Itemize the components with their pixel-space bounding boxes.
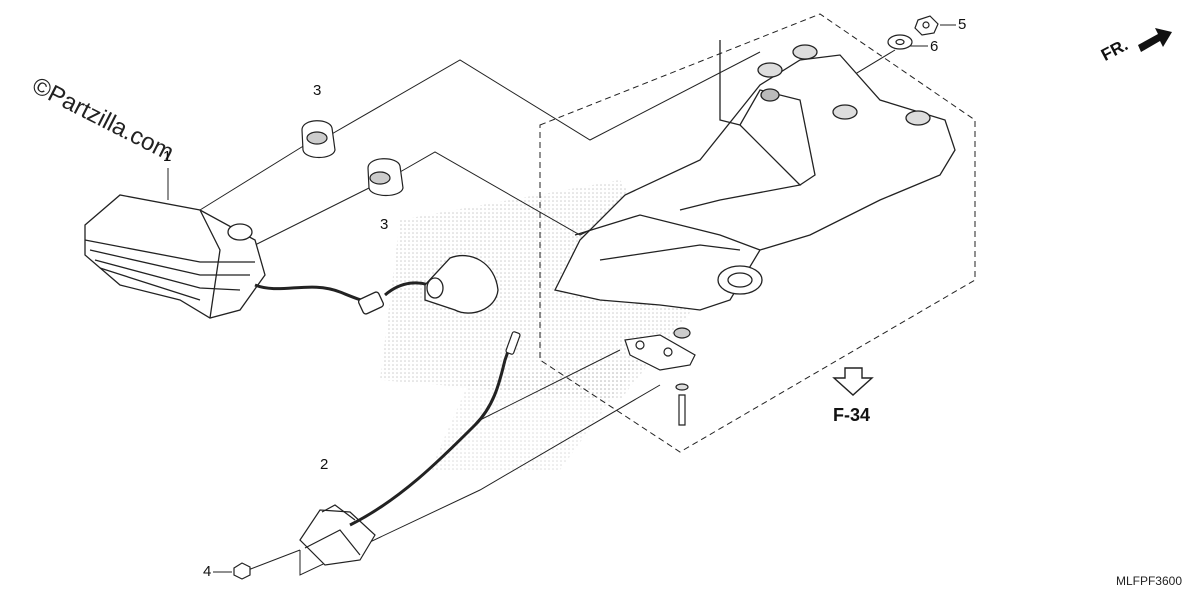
tail-light-assembly (84, 194, 499, 319)
callout-6[interactable]: 6 (930, 38, 939, 55)
reference-arrow (832, 367, 874, 396)
grommet-upper (301, 120, 336, 159)
rear-fender-bracket (554, 40, 956, 311)
callout-1[interactable]: 1 (163, 148, 172, 165)
callout-4[interactable]: 4 (203, 563, 212, 580)
grommet-lower (367, 158, 404, 197)
reference-label: F-34 (833, 405, 871, 425)
nut (914, 15, 939, 36)
front-direction-arrow (1138, 28, 1172, 52)
license-light (299, 331, 521, 566)
leader-lines (167, 24, 956, 576)
assembly-boundary (539, 13, 976, 453)
callout-5[interactable]: 5 (958, 16, 967, 33)
bolt (233, 562, 251, 580)
callout-3-upper[interactable]: 3 (313, 82, 322, 99)
small-bracket (624, 327, 696, 426)
callout-2[interactable]: 2 (320, 456, 329, 473)
callout-3-lower[interactable]: 3 (380, 216, 389, 233)
diagram-code: MLFPF3600 (1115, 574, 1182, 588)
washer (887, 34, 913, 50)
